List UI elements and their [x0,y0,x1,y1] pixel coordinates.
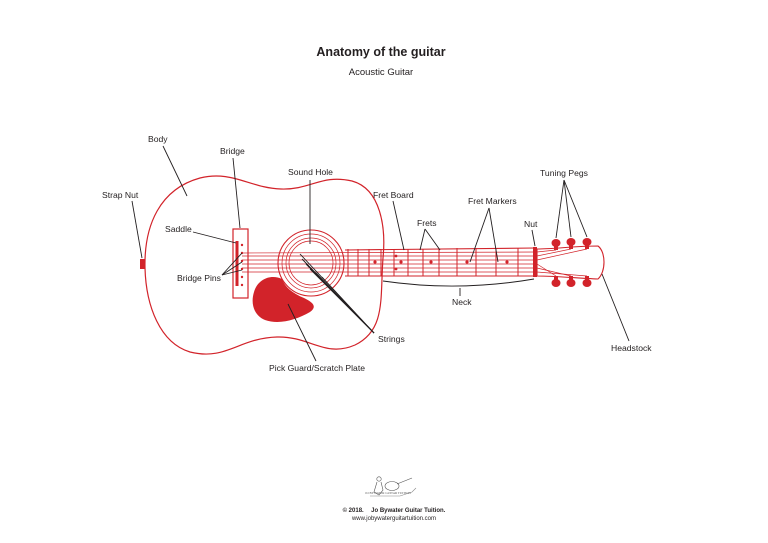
label-frets: Frets [417,218,437,228]
neck-brace [382,278,535,287]
leader-tuning-pegs-2 [563,179,572,238]
leader-strings-6 [321,276,375,334]
leader-nut [531,229,536,247]
leader-frets-2 [424,228,441,251]
footer: JO BYWATER GUITAR TUITION © 2018. Jo Byw… [343,476,446,522]
diagram-subtitle: Acoustic Guitar [349,67,413,78]
leader-fret-markers-1 [469,207,490,263]
leader-bridge-pins-3 [221,269,243,276]
leader-fret-markers-2 [488,207,499,263]
leader-fret-board [392,200,405,251]
label-nut: Nut [524,219,538,229]
fret-lines [347,248,519,276]
leader-tuning-pegs-3 [563,179,588,238]
tuning-peg-shapes [551,238,592,287]
pick-guard-shape [252,276,314,323]
copyright-prefix: © 2018. [343,507,364,514]
label-sound-hole: Sound Hole [288,167,333,177]
neck-shape [344,247,536,277]
label-body: Body [148,134,168,144]
leader-bridge-pins-1 [221,252,243,276]
jo-bywater-logo: JO BYWATER GUITAR TUITION [365,476,417,497]
label-fret-board: Fret Board [373,190,414,200]
nut-shape [533,247,537,277]
label-headstock: Headstock [611,343,652,353]
label-neck: Neck [452,297,472,307]
headstock-shape [536,245,605,280]
leader-bridge-pins-2 [221,261,243,276]
strap-nut-shape [140,259,145,269]
leader-tuning-pegs-1 [555,179,565,239]
guitar-strings [241,248,588,277]
label-saddle: Saddle [165,224,192,234]
label-bridge: Bridge [220,146,245,156]
leader-saddle [192,231,237,244]
saddle-shape [235,241,239,286]
copyright-name: Jo Bywater Guitar Tuition. [371,508,446,514]
label-fret-markers: Fret Markers [468,196,517,206]
logo-lettering: JO BYWATER GUITAR TUITION [365,491,411,495]
bridge-pin-dots [240,243,244,287]
diagram-title: Anatomy of the guitar [316,45,445,59]
label-bridge-pins: Bridge Pins [177,273,221,283]
leader-frets-1 [419,228,426,251]
guitar-body-outline [144,175,385,355]
leader-lines [131,145,630,362]
leader-pick-guard [287,303,317,362]
sound-hole-shape [277,229,345,297]
leader-headstock [601,273,630,342]
leader-strap-nut [131,200,143,259]
label-pick-guard: Pick Guard/Scratch Plate [269,363,365,373]
copyright-line: © 2018. Jo Bywater Guitar Tuition. [343,499,446,516]
guitar-drawing [140,175,605,355]
website-link[interactable]: www.jobywaterguitartuition.com [351,516,436,522]
label-strings: Strings [378,334,405,344]
leader-bridge [232,157,241,229]
part-labels: Body Bridge Sound Hole Strap Nut Saddle … [102,134,652,373]
label-tuning-pegs: Tuning Pegs [540,168,588,178]
leader-body [162,145,188,197]
label-strap-nut: Strap Nut [102,190,139,200]
